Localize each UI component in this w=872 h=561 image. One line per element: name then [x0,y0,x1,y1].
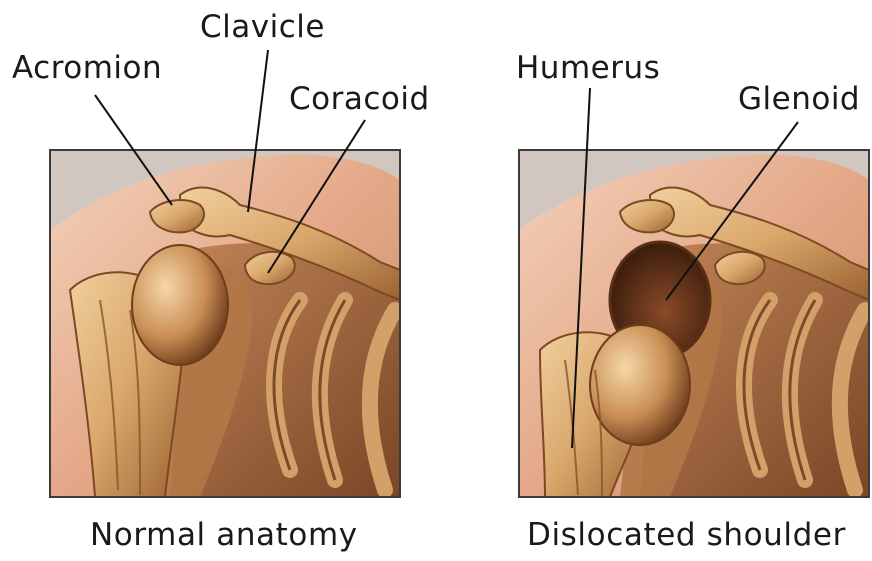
caption-normal-anatomy: Normal anatomy [90,520,358,551]
label-glenoid: Glenoid [738,84,860,115]
label-coracoid: Coracoid [289,84,430,115]
label-acromion: Acromion [12,53,162,84]
label-humerus: Humerus [516,53,660,84]
label-clavicle: Clavicle [200,12,325,43]
normal-anatomy-panel [50,150,400,497]
caption-dislocated-shoulder: Dislocated shoulder [527,520,846,551]
